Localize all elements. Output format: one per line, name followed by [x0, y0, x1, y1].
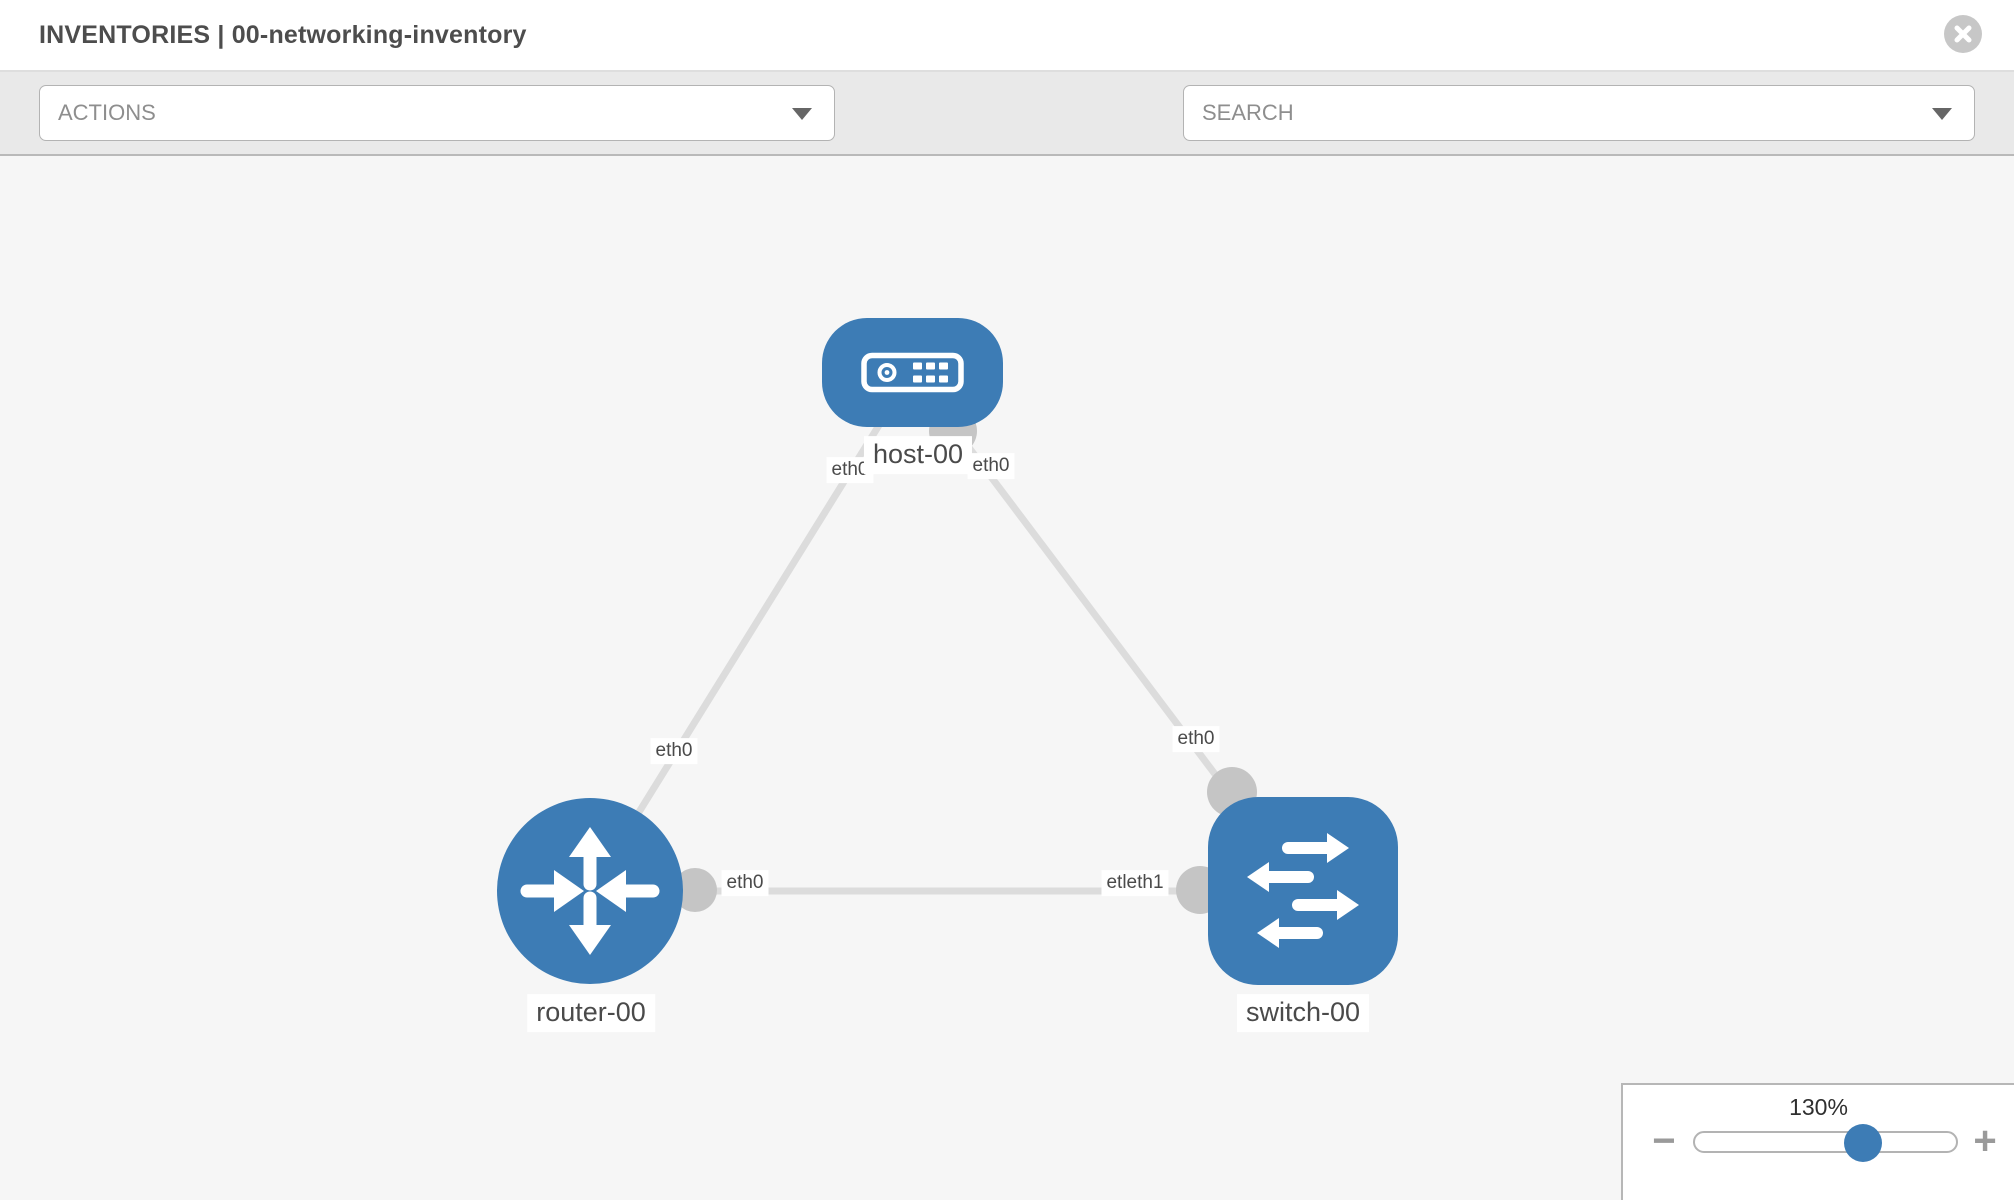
- node-label-host-00: host-00: [863, 436, 973, 474]
- chevron-down-icon: [792, 108, 812, 120]
- interface-label: etleth1: [1101, 870, 1169, 896]
- host-icon: [861, 352, 964, 393]
- interface-label: eth0: [721, 870, 769, 896]
- chevron-down-icon: [1932, 108, 1952, 120]
- interface-label: eth0: [1172, 726, 1220, 752]
- zoom-out-button[interactable]: −: [1652, 1119, 1676, 1163]
- node-label-router-00: router-00: [527, 994, 655, 1032]
- zoom-slider-track[interactable]: [1693, 1131, 1958, 1153]
- zoom-in-button[interactable]: +: [1973, 1119, 1997, 1163]
- zoom-level-value: 130%: [1789, 1094, 1848, 1120]
- topology-diagram: [497, 318, 1398, 985]
- router-icon: [520, 827, 660, 955]
- node-switch-00[interactable]: [1208, 797, 1398, 985]
- close-icon: [1954, 25, 1972, 43]
- page-title: INVENTORIES | 00-networking-inventory: [39, 20, 527, 49]
- endpoint-router00-right[interactable]: [673, 868, 717, 912]
- interface-label: eth0: [650, 738, 698, 764]
- search-dropdown[interactable]: SEARCH: [1183, 85, 1975, 141]
- node-router-00[interactable]: [497, 798, 683, 984]
- actions-dropdown-label: ACTIONS: [58, 100, 156, 125]
- actions-dropdown[interactable]: ACTIONS: [39, 85, 835, 141]
- search-dropdown-label: SEARCH: [1202, 100, 1294, 125]
- interface-label: eth0: [967, 453, 1015, 479]
- node-host-00[interactable]: [822, 318, 1003, 427]
- zoom-control-panel: 130% − +: [1621, 1083, 2014, 1200]
- node-label-switch-00: switch-00: [1236, 994, 1370, 1032]
- header: INVENTORIES | 00-networking-inventory: [0, 0, 2014, 72]
- close-button[interactable]: [1944, 15, 1982, 53]
- topology-canvas[interactable]: eth0 eth0 eth0 eth0 eth0 etleth1 host-00…: [0, 156, 2014, 1200]
- switch-icon: [1247, 833, 1359, 948]
- zoom-slider-handle[interactable]: [1844, 1124, 1882, 1162]
- toolbar: ACTIONS SEARCH: [0, 72, 2014, 203]
